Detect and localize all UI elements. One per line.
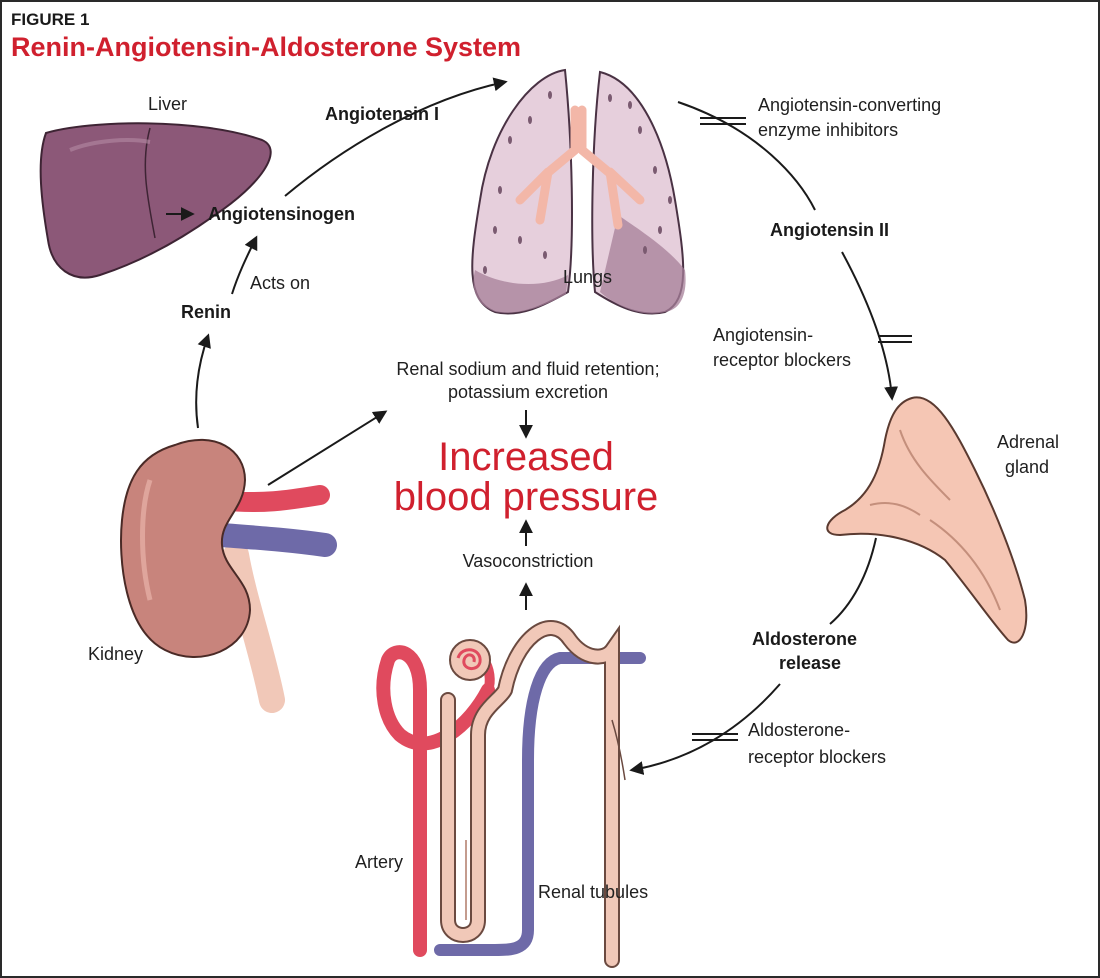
- aldosterone-blocker-label-line2: receptor blockers: [748, 747, 886, 767]
- adrenal-label-line2: gland: [1005, 457, 1049, 477]
- lungs-to-angiotensin-ii-arrow: [677, 101, 816, 211]
- liver-label: Liver: [148, 94, 187, 114]
- adrenal-gland-illustration: [826, 396, 1028, 644]
- renal-tubules-label: Renal tubules: [538, 882, 648, 902]
- lungs-illustration: [471, 68, 686, 315]
- retention-label-line2: potassium excretion: [448, 382, 608, 402]
- ace-inhibitors-label-line1: Angiotensin-converting: [758, 95, 941, 115]
- aldosterone-label-line1: Aldosterone: [752, 629, 857, 649]
- kidney-to-retention-arrow: [267, 410, 388, 486]
- aldosterone-blocker-label-line1: Aldosterone-: [748, 720, 850, 740]
- renin-to-angiotensinogen-arrow: [231, 235, 258, 295]
- aldosterone-label-line2: release: [779, 653, 841, 673]
- outcome-line1: Increased: [438, 435, 614, 479]
- figure-number: FIGURE 1: [11, 10, 89, 29]
- vasoconstriction-label: Vasoconstriction: [463, 551, 594, 571]
- arb-label-line1: Angiotensin-: [713, 325, 813, 345]
- nephron-illustration: [376, 620, 646, 968]
- aldosterone-blocker-block-mark: [692, 733, 738, 741]
- ace-inhibitor-block-mark: [700, 117, 746, 125]
- adrenal-to-aldosterone-line: [829, 537, 877, 625]
- arb-block-mark: [878, 335, 912, 343]
- retention-label-line1: Renal sodium and fluid retention;: [396, 359, 659, 379]
- angiotensinogen-label: Angiotensinogen: [208, 204, 355, 224]
- angiotensinogen-to-angiotensin-i-arrow: [284, 77, 508, 197]
- kidney-to-renin-arrow: [195, 333, 211, 429]
- kidney-illustration: [120, 439, 337, 713]
- adrenal-label-line1: Adrenal: [997, 432, 1059, 452]
- ace-inhibitors-label-line2: enzyme inhibitors: [758, 120, 898, 140]
- kidney-label: Kidney: [88, 644, 143, 664]
- outcome-line2: blood pressure: [394, 475, 659, 519]
- renin-label: Renin: [181, 302, 231, 322]
- angiotensin-i-label: Angiotensin I: [325, 104, 439, 124]
- acts-on-label: Acts on: [250, 273, 310, 293]
- lungs-label: Lungs: [563, 267, 612, 287]
- figure-title: Renin-Angiotensin-Aldosterone System: [11, 32, 521, 62]
- angiotensin-ii-label: Angiotensin II: [770, 220, 889, 240]
- liver-illustration: [39, 122, 272, 279]
- arb-label-line2: receptor blockers: [713, 350, 851, 370]
- angiotensin-ii-to-adrenal-arrow: [841, 251, 899, 401]
- artery-label: Artery: [355, 852, 403, 872]
